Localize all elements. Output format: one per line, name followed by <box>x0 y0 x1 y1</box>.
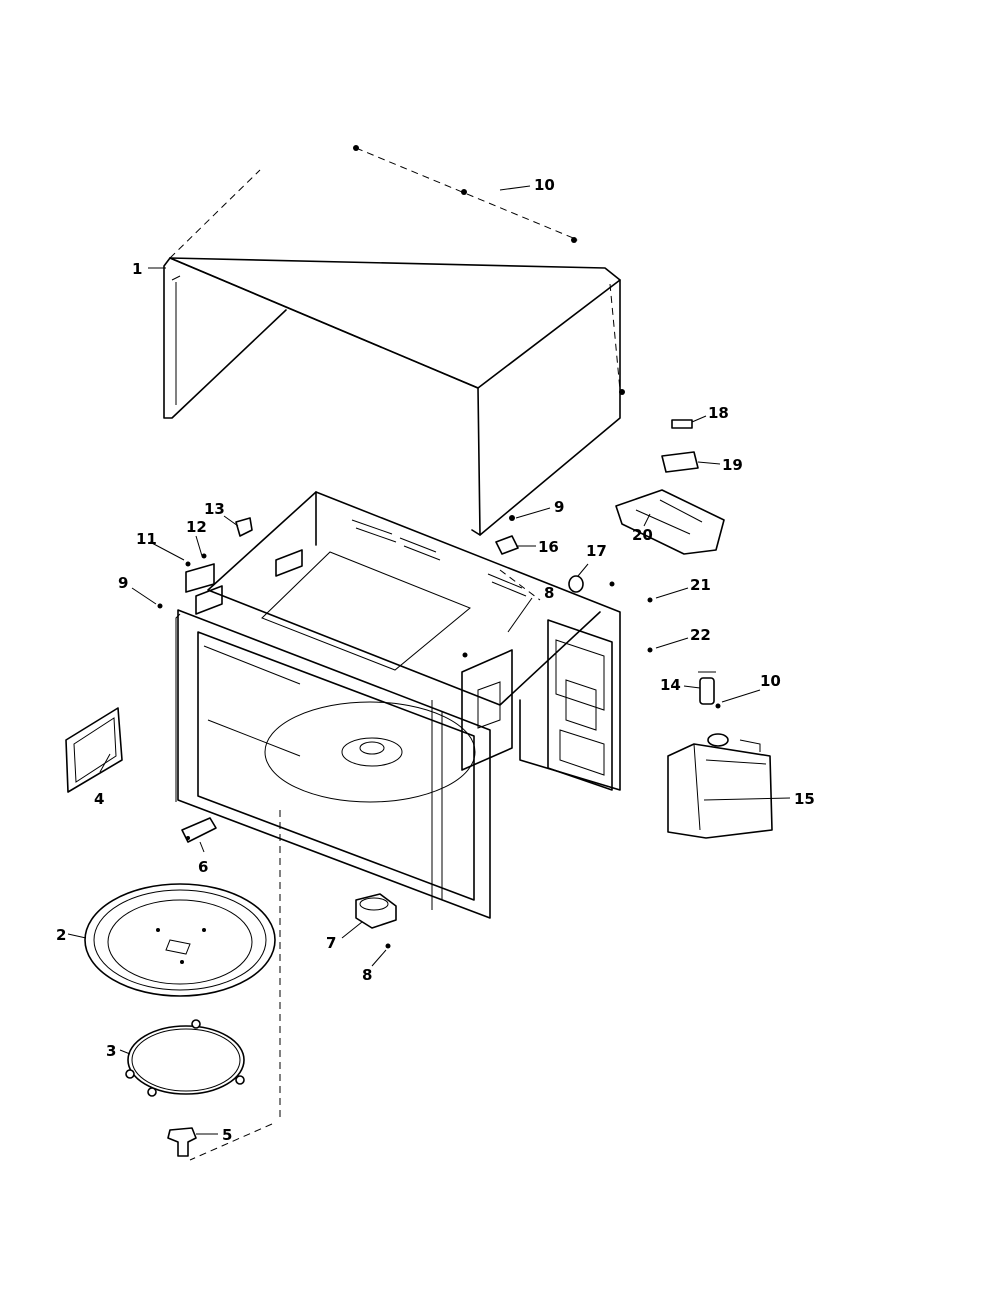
callout-21: 21 <box>690 576 711 594</box>
callout-leaders <box>67 185 791 1135</box>
callout-16: 16 <box>538 538 559 556</box>
oven-cavity-chassis <box>175 491 621 919</box>
callout-labels: 1 2 3 4 5 6 7 8 8 9 9 10 10 11 12 13 14 … <box>56 176 815 1144</box>
callout-17: 17 <box>586 542 607 560</box>
callout-5: 5 <box>222 1126 232 1144</box>
hinge-bracket <box>181 817 217 843</box>
callout-22: 22 <box>690 626 711 644</box>
cabinet-screw <box>353 145 625 395</box>
hardware-parts <box>157 515 653 658</box>
callout-19: 19 <box>722 456 743 474</box>
high-voltage-transformer <box>667 733 773 839</box>
glass-tray <box>84 883 276 997</box>
roller-ring <box>125 1019 245 1097</box>
callout-1: 1 <box>132 260 142 278</box>
callout-18: 18 <box>708 404 729 422</box>
callout-10-right: 10 <box>760 672 781 690</box>
callout-15: 15 <box>794 790 815 808</box>
coupler <box>167 1127 197 1157</box>
callout-8-cavity-screw: 8 <box>544 584 554 602</box>
callout-20: 20 <box>632 526 653 544</box>
construction-lines <box>189 147 621 1161</box>
callout-9-right: 9 <box>554 498 564 516</box>
callout-8-motor-screw: 8 <box>362 966 372 984</box>
turntable-motor <box>355 893 397 949</box>
fuse-assembly <box>615 419 725 555</box>
waveguide-cover <box>65 707 123 793</box>
callout-6: 6 <box>198 858 208 876</box>
callout-13: 13 <box>204 500 225 518</box>
callout-2: 2 <box>56 926 66 944</box>
callout-3: 3 <box>106 1042 116 1060</box>
callout-12: 12 <box>186 518 207 536</box>
high-voltage-capacitor <box>698 671 721 709</box>
callout-14: 14 <box>660 676 681 694</box>
callout-10-top: 10 <box>534 176 555 194</box>
callout-9-left: 9 <box>118 574 128 592</box>
outer-cabinet <box>163 169 621 536</box>
callout-11: 11 <box>136 530 157 548</box>
callout-4: 4 <box>94 790 104 808</box>
callout-7: 7 <box>326 934 336 952</box>
